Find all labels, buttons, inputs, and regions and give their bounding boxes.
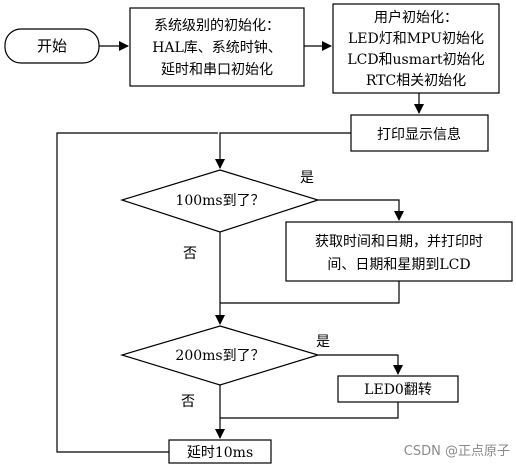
arrow-print-to-100ms [215,132,351,169]
decision-200ms-label: 200ms到了？ [175,348,264,364]
start-label: 开始 [37,37,67,55]
arrow-100ms-yes [318,199,404,221]
edge-label-no-1: 否 [183,246,197,262]
system-init-line-3: 延时和串口初始化 [161,61,273,78]
watermark-text: CSDN @正点原子 [404,444,510,459]
connectors [56,41,424,453]
loop-back-line [56,132,218,453]
delay-node: 延时10ms [168,439,272,464]
line-gettime-return [220,281,400,304]
system-init-line-1: 系统级别的初始化： [154,17,280,34]
edge-label-yes-2: 是 [316,334,330,350]
print-info-node: 打印显示信息 [350,114,489,152]
user-init-line-1: 用户初始化： [374,9,458,26]
delay-label: 延时10ms [187,445,253,461]
led-toggle-node: LED0翻转 [337,375,459,403]
led-toggle-label: LED0翻转 [364,382,432,398]
start-node: 开始 [4,28,100,64]
print-info-label: 打印显示信息 [377,126,461,143]
edge-label-no-2: 否 [181,394,195,410]
user-init-node: 用户初始化： LED灯和MPU初始化 LCD和usmart初始化 RTC相关初始… [332,3,500,94]
user-init-line-2: LED灯和MPU初始化 [348,30,484,47]
line-led-return [220,402,399,419]
get-time-line-1: 获取时间和日期，并打印时 [315,233,483,250]
get-time-node: 获取时间和日期，并打印时 间、日期和星期到LCD [285,221,513,282]
system-init-line-2: HAL库、系统时钟、 [152,39,282,56]
decision-200ms-node: 200ms到了？ [119,325,321,386]
get-time-line-2: 间、日期和星期到LCD [327,257,470,273]
system-init-node: 系统级别的初始化： HAL库、系统时钟、 延时和串口初始化 [129,7,305,87]
edge-label-yes-1: 是 [300,170,314,186]
user-init-line-3: LCD和usmart初始化 [347,51,484,68]
user-init-line-4: RTC相关初始化 [366,72,466,89]
decision-100ms-label: 100ms到了？ [175,193,264,209]
arrow-200ms-yes [318,354,403,375]
